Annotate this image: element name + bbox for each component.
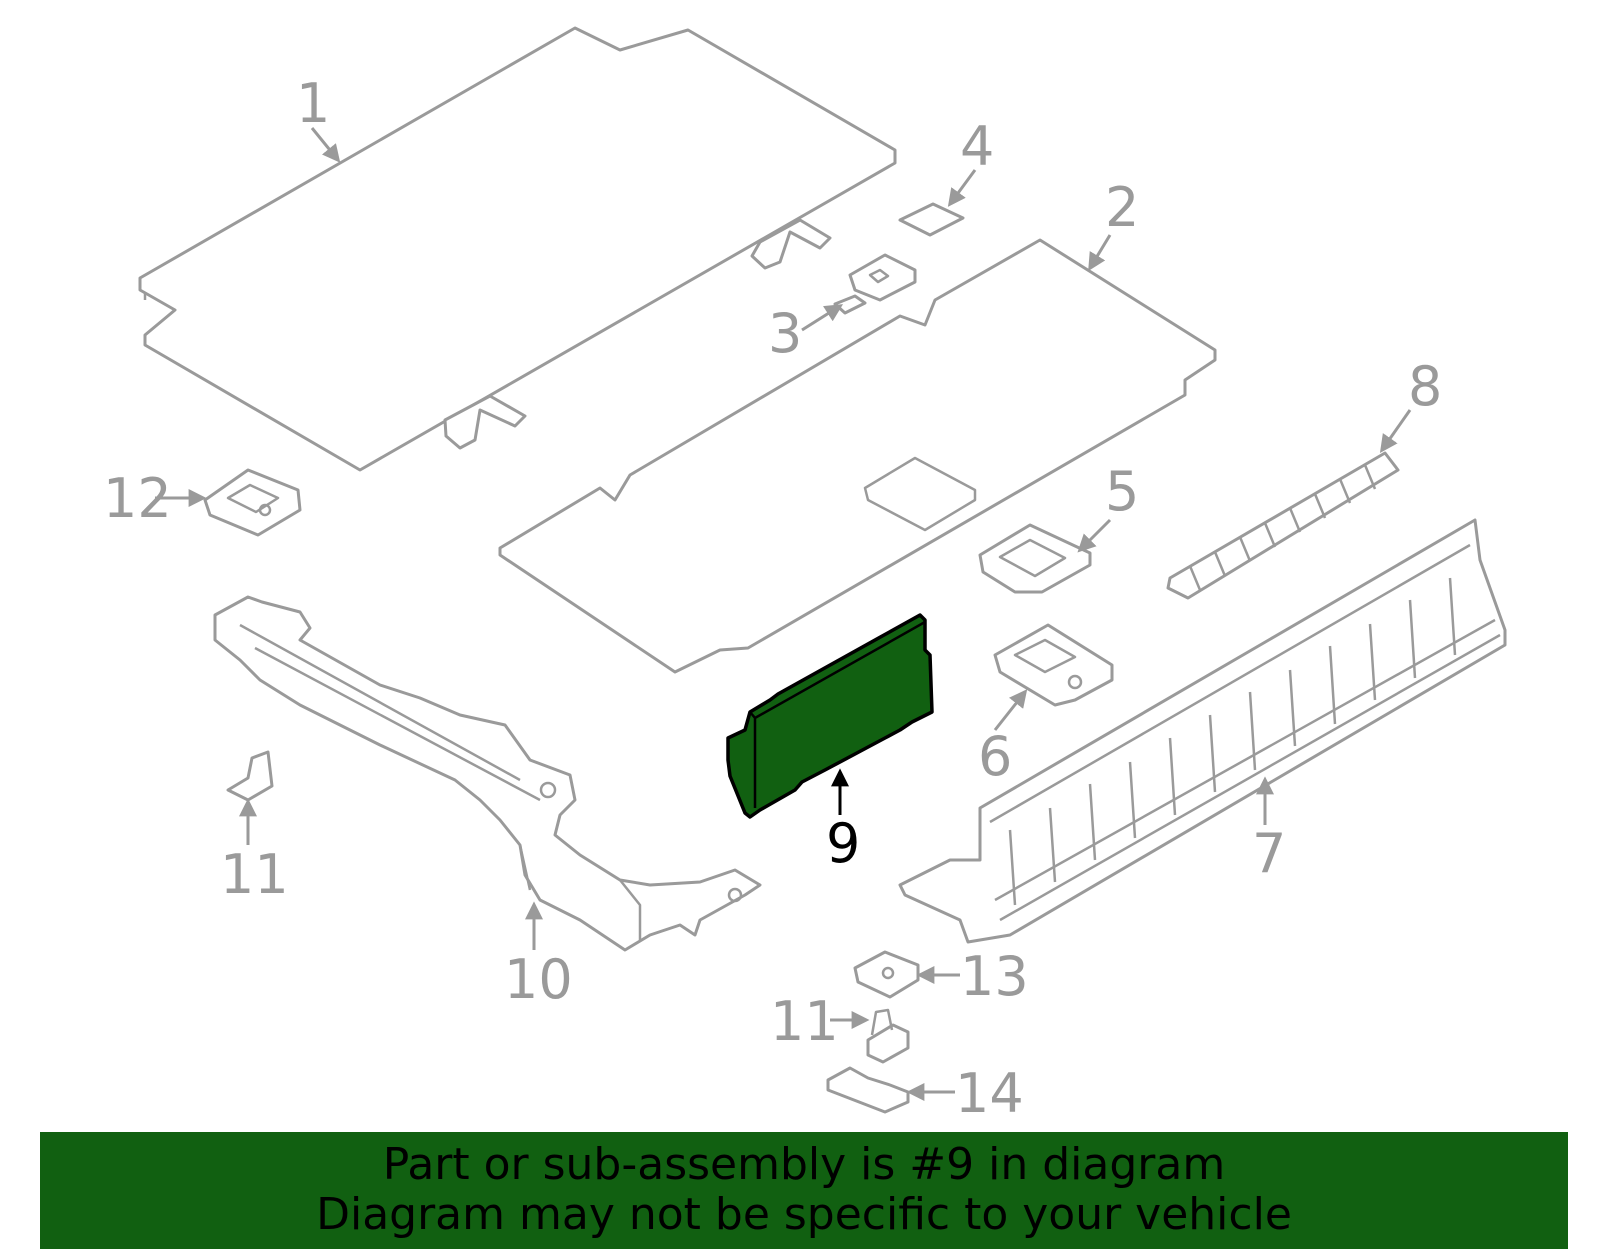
part-14-cover (826, 1066, 910, 1114)
callout-1: 1 (296, 72, 330, 135)
part-2-floor-board (498, 238, 1217, 674)
callout-8: 8 (1408, 355, 1442, 418)
callout-2: 2 (1105, 176, 1139, 239)
part-1-floor-board (138, 26, 897, 472)
part-12-cup-holder (203, 468, 302, 537)
part-5-handle (978, 523, 1092, 594)
callout-10: 10 (504, 948, 573, 1011)
part-11-hook-bottom (866, 1008, 910, 1064)
callout-14: 14 (955, 1062, 1024, 1125)
part-9-panel-highlighted (726, 613, 934, 819)
callout-5: 5 (1105, 460, 1139, 523)
banner-line-2: Diagram may not be specific to your vehi… (316, 1189, 1292, 1240)
callout-labels: 1 2 3 4 5 6 7 8 9 10 11 11 12 13 14 (103, 72, 1442, 1125)
part-11-hook-left (226, 750, 274, 802)
info-banner: Part or sub-assembly is #9 in diagram Di… (40, 1132, 1568, 1249)
part-8-scuff-strip (1166, 451, 1400, 600)
part-4-pad (898, 202, 965, 237)
callout-11-left: 11 (220, 843, 289, 906)
part-10-bracket-frame (213, 595, 762, 952)
banner-line-1: Part or sub-assembly is #9 in diagram (382, 1139, 1226, 1190)
callout-12: 12 (103, 467, 172, 530)
part-13-clip (853, 950, 920, 999)
callout-9: 9 (826, 812, 860, 875)
callout-3: 3 (768, 302, 802, 365)
leader-lines (155, 127, 1412, 1101)
callout-13: 13 (960, 945, 1029, 1008)
part-3-clip (833, 253, 917, 315)
callout-4: 4 (960, 115, 994, 178)
part-7-sill-plate (898, 518, 1507, 944)
callout-7: 7 (1252, 822, 1286, 885)
callout-11-bottom: 11 (770, 990, 839, 1053)
callout-6: 6 (978, 725, 1012, 788)
part-6-bracket (993, 623, 1114, 707)
